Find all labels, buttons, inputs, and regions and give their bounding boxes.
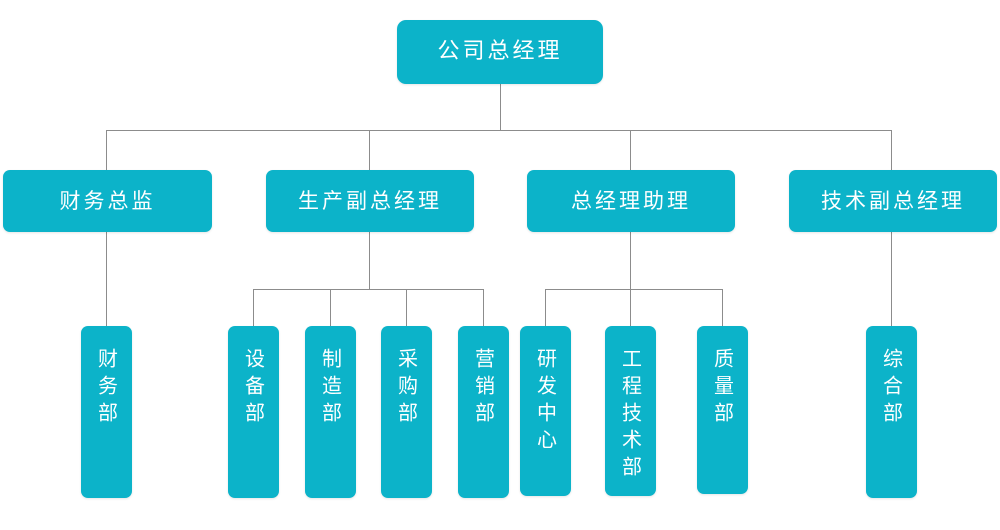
connector-stem-gm-assistant-down — [630, 232, 631, 289]
connector-stem-general-affairs-dept — [891, 232, 892, 326]
node-technical-vp[interactable]: 技术副总经理 — [789, 170, 997, 232]
connector-drop-manufacturing-dept — [330, 289, 331, 326]
connector-drop-quality-dept — [722, 289, 723, 326]
connector-main-bus — [106, 130, 891, 131]
node-manufacturing-dept[interactable]: 制造部 — [305, 326, 356, 498]
node-gm-assistant[interactable]: 总经理助理 — [527, 170, 735, 232]
connector-stem-production-vp-down — [369, 232, 370, 289]
node-label-finance-director: 财务总监 — [59, 188, 156, 213]
node-engineering-dept[interactable]: 工程技术部 — [605, 326, 656, 496]
connector-drop-technical-vp — [891, 130, 892, 170]
node-rd-center[interactable]: 研发中心 — [520, 326, 571, 496]
connector-drop-gm-assistant — [630, 130, 631, 170]
node-quality-dept[interactable]: 质量部 — [697, 326, 748, 494]
connector-drop-production-vp — [369, 130, 370, 170]
node-company-general-manager[interactable]: 公司总经理 — [397, 20, 603, 84]
node-finance-dept[interactable]: 财务部 — [81, 326, 132, 498]
node-general-affairs-dept[interactable]: 综合部 — [866, 326, 917, 498]
node-label-rd-center: 研发中心 — [533, 348, 558, 456]
node-label-finance-dept: 财务部 — [94, 348, 119, 429]
connector-bus-gm-assistant — [545, 289, 723, 290]
node-label-technical-vp: 技术副总经理 — [821, 188, 965, 213]
node-label-gm-assistant: 总经理助理 — [571, 188, 691, 213]
node-label-manufacturing-dept: 制造部 — [318, 348, 343, 429]
connector-drop-equipment-dept — [253, 289, 254, 326]
node-finance-director[interactable]: 财务总监 — [3, 170, 212, 232]
connector-drop-marketing-dept — [483, 289, 484, 326]
node-equipment-dept[interactable]: 设备部 — [228, 326, 279, 498]
node-marketing-dept[interactable]: 营销部 — [458, 326, 509, 498]
node-label-production-vp: 生产副总经理 — [298, 188, 442, 213]
connector-drop-finance-director — [106, 130, 107, 170]
connector-drop-procurement-dept — [406, 289, 407, 326]
connector-root-stem — [500, 84, 501, 130]
node-label-procurement-dept: 采购部 — [394, 348, 419, 429]
node-label-marketing-dept: 营销部 — [471, 348, 496, 429]
connector-drop-engineering-dept — [630, 289, 631, 326]
node-label-engineering-dept: 工程技术部 — [618, 348, 643, 483]
connector-stem-finance-dept — [106, 232, 107, 326]
node-label-equipment-dept: 设备部 — [241, 348, 266, 429]
connector-drop-rd-center — [545, 289, 546, 326]
node-label-general-affairs-dept: 综合部 — [879, 348, 904, 429]
node-label-company-general-manager: 公司总经理 — [437, 39, 563, 65]
node-label-quality-dept: 质量部 — [710, 348, 735, 429]
node-production-vp[interactable]: 生产副总经理 — [266, 170, 474, 232]
node-procurement-dept[interactable]: 采购部 — [381, 326, 432, 498]
connector-bus-production-vp — [253, 289, 483, 290]
